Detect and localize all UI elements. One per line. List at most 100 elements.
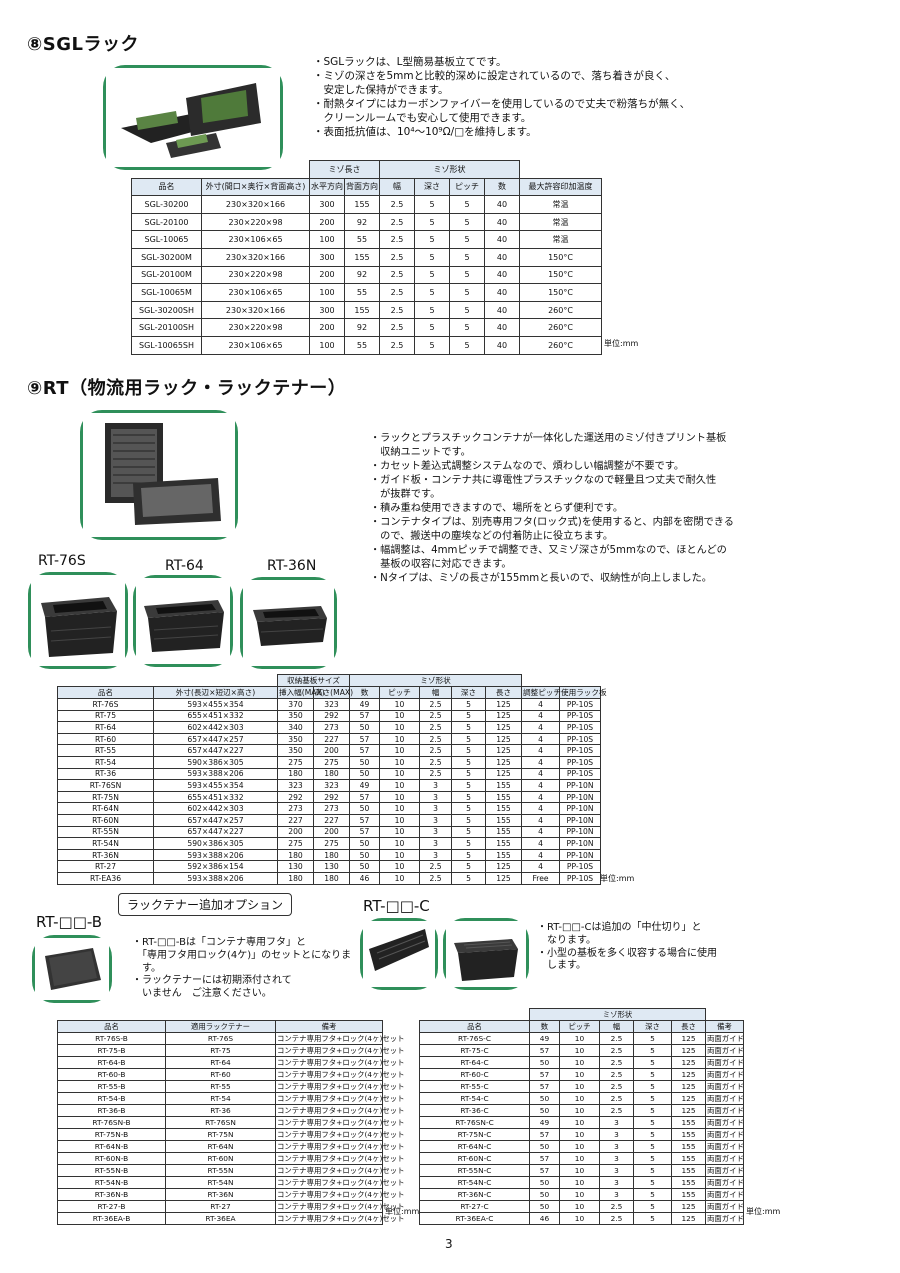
table-cell: RT-54N-C	[419, 1176, 530, 1189]
table-cell: 3	[599, 1164, 634, 1177]
table-cell: 3	[419, 813, 452, 827]
table-cell: 4	[521, 755, 561, 769]
column-header: 高さ(MAX)	[313, 686, 354, 699]
table-cell: 両面ガイド	[705, 1116, 744, 1129]
table-cell: 両面ガイド	[705, 1128, 744, 1141]
table-cell: 155	[671, 1128, 706, 1141]
text-line: ・幅調整は、4mmピッチで調整でき、又ミゾ深さが5mmなので、ほとんどの	[370, 545, 727, 556]
table-cell: RT-64-B	[57, 1056, 166, 1069]
text-line: が抜群です。	[370, 489, 441, 500]
table-cell: 2.5	[379, 335, 415, 355]
table-cell: RT-76SN	[57, 779, 154, 792]
table-cell: 200	[277, 825, 314, 839]
table-cell: 125	[671, 1080, 706, 1093]
table-cell: 130	[313, 860, 350, 873]
table-cell: 46	[529, 1212, 560, 1225]
table-cell: 2.5	[599, 1056, 634, 1069]
table-cell: 200	[309, 265, 345, 285]
table-cell: コンテナ専用フタ+ロック(4ヶ)セット	[275, 1056, 405, 1069]
table-cell: 5	[451, 698, 486, 711]
table-cell: 2.5	[379, 283, 415, 302]
column-header: 数	[529, 1020, 560, 1033]
table-cell: 340	[277, 721, 314, 734]
table-cell: 57	[349, 825, 380, 839]
table-cell: 57	[529, 1044, 560, 1057]
table-cell: 4	[521, 860, 561, 873]
table-cell: 155	[484, 813, 523, 827]
table-cell: 4	[521, 813, 561, 827]
table-cell: 155	[484, 848, 523, 862]
table-cell: 180	[313, 848, 350, 862]
table-cell: 両面ガイド	[705, 1104, 744, 1117]
table-cell: 5	[451, 767, 486, 781]
table-cell: 4	[521, 825, 561, 839]
column-header: ピッチ	[449, 177, 485, 197]
table-cell: コンテナ専用フタ+ロック(4ヶ)セット	[275, 1032, 405, 1045]
table-cell: SGL-10065	[131, 230, 202, 249]
table-cell: 10	[379, 767, 420, 781]
table-cell: 3	[419, 848, 452, 862]
table-cell: RT-54N-B	[57, 1176, 166, 1189]
table-cell: コンテナ専用フタ+ロック(4ヶ)セット	[275, 1200, 405, 1213]
table-cell: 593×388×206	[153, 848, 278, 862]
table-cell: 125	[671, 1068, 706, 1081]
option-b-description: ・RT-□□-Bは「コンテナ専用フタ」と 「専用フタ用ロック(4ケ)」のセットと…	[132, 937, 351, 1001]
table-cell: RT-27	[165, 1200, 276, 1213]
table-cell: 155	[484, 802, 523, 815]
table-cell: PP-10N	[559, 813, 602, 827]
table-cell: RT-55-B	[57, 1080, 166, 1093]
table-cell: RT-36EA-C	[419, 1212, 530, 1225]
table-cell: 5	[451, 755, 486, 769]
table-cell: RT-EA36	[57, 871, 154, 885]
table-cell: RT-60N-C	[419, 1152, 530, 1165]
table-cell: 100	[309, 335, 345, 355]
table-cell: 125	[484, 871, 523, 885]
table-cell: RT-55N-B	[57, 1164, 166, 1177]
table-cell: 2.5	[599, 1104, 634, 1117]
table-cell: PP-10N	[559, 790, 602, 804]
table-cell: 55	[344, 283, 380, 302]
table-cell: 4	[521, 744, 561, 757]
table-cell: コンテナ専用フタ+ロック(4ヶ)セット	[275, 1164, 405, 1177]
table-cell: 602×442×303	[153, 802, 278, 815]
table-cell: 5	[451, 802, 486, 815]
table-cell: 150°C	[519, 265, 602, 285]
table-cell: RT-54	[165, 1092, 276, 1105]
table-cell: 5	[633, 1128, 672, 1141]
table-cell: RT-75N-C	[419, 1128, 530, 1141]
table-cell: 200	[309, 318, 345, 337]
table-cell: コンテナ専用フタ+ロック(4ヶ)セット	[275, 1176, 405, 1189]
table-cell: RT-64N	[57, 802, 154, 815]
table-cell: 4	[521, 721, 561, 734]
unit-label: 単位:mm	[746, 1207, 781, 1216]
table-cell: 2.5	[419, 860, 452, 873]
table-cell: 10	[379, 779, 420, 792]
table-cell: 657×447×227	[153, 825, 278, 839]
table-cell: 180	[313, 767, 350, 781]
table-cell: RT-36	[57, 767, 154, 781]
table-cell: RT-64	[57, 721, 154, 734]
table-cell: 2.5	[599, 1200, 634, 1213]
text-line: ・ラックテナーには初期添付されて	[132, 975, 292, 987]
table-cell: RT-55-C	[419, 1080, 530, 1093]
table-cell: 592×386×154	[153, 860, 278, 873]
caption-rt-64: RT-64	[165, 558, 204, 574]
table-cell: SGL-20100M	[131, 265, 202, 285]
table-cell: 10	[379, 813, 420, 827]
sgl-feature-list: ・SGLラックは、L型簡易基板立てです。・ミゾの深さを5mmと比較的深めに設定さ…	[313, 55, 690, 139]
table-cell: 2.5	[379, 318, 415, 337]
table-cell: 5	[449, 318, 485, 337]
table-cell: 49	[349, 698, 380, 711]
table-cell: 10	[559, 1104, 600, 1117]
table-cell: 40	[484, 195, 520, 214]
